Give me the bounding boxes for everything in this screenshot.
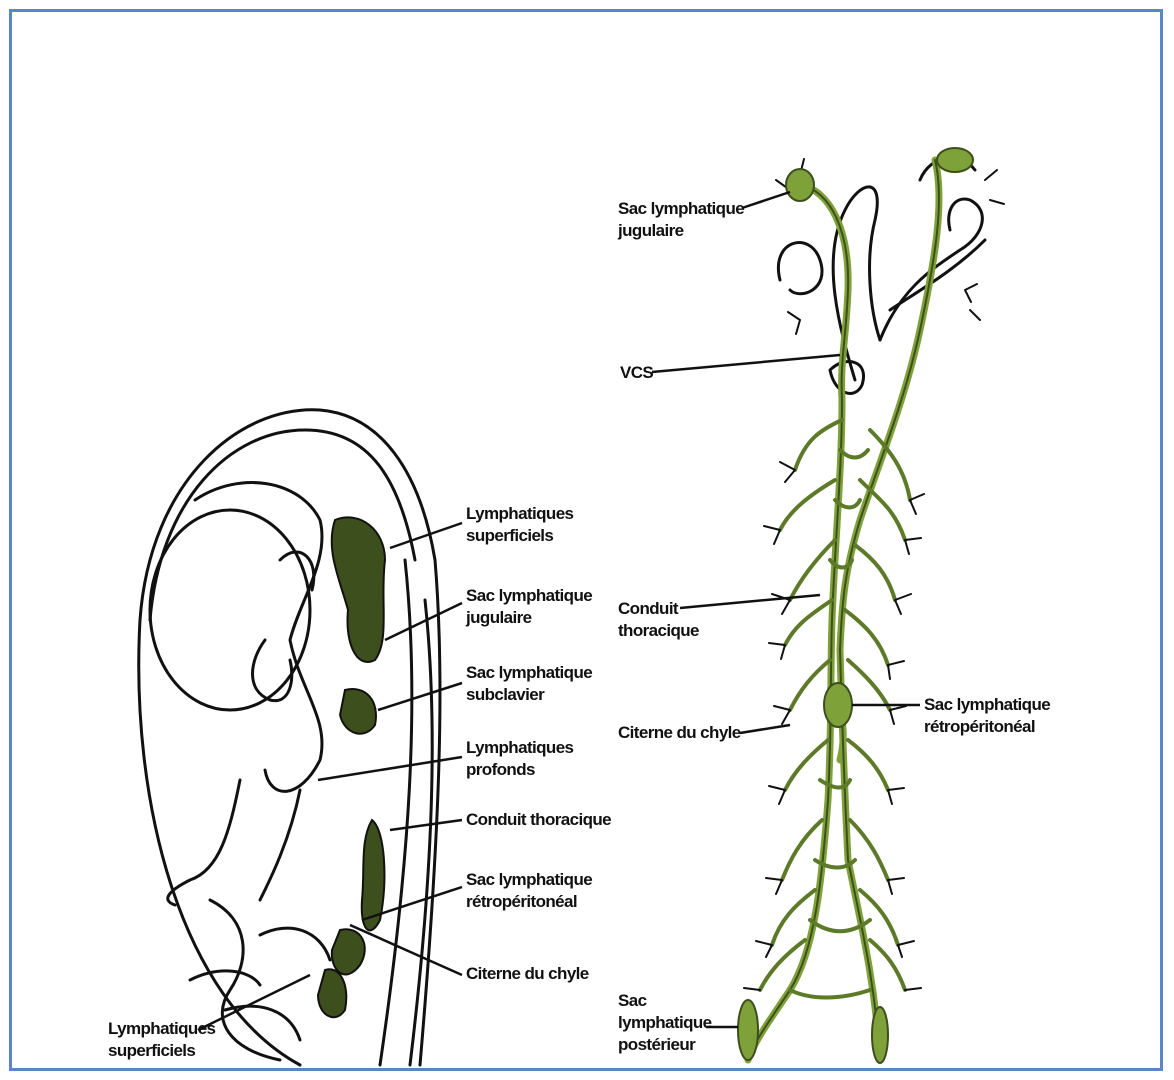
label-line: Conduit thoracique (466, 809, 611, 831)
label-sac-lymphatique-retroperitoneal-right: Sac lymphatique rétropéritonéal (924, 694, 1050, 738)
label-sac-lymphatique-jugulaire-right: Sac lymphatique jugulaire (618, 198, 744, 242)
jugular-sac-blob-left (786, 169, 814, 201)
label-lymphatiques-superficiels-bottom: Lymphatiques superficiels (108, 1018, 215, 1062)
label-line: Conduit (618, 598, 699, 620)
label-line: Sac (618, 990, 712, 1012)
label-line: Sac lymphatique (924, 694, 1050, 716)
label-lymphatiques-superficiels-top: Lymphatiques superficiels (466, 503, 573, 547)
label-line: VCS (620, 362, 653, 384)
label-line: lymphatique (618, 1012, 712, 1034)
label-line: jugulaire (466, 607, 592, 629)
label-line: rétropéritonéal (924, 716, 1050, 738)
label-lymphatiques-profonds: Lymphatiques profonds (466, 737, 573, 781)
label-line: Lymphatiques (466, 737, 573, 759)
label-line: rétropéritonéal (466, 891, 592, 913)
cisterna-chyli-mass (318, 969, 346, 1017)
label-line: Sac lymphatique (466, 869, 592, 891)
posterior-sac-blob-left (738, 1000, 758, 1060)
jugular-sac-mass (332, 517, 385, 662)
label-line: superficiels (108, 1040, 215, 1062)
label-line: thoracique (618, 620, 699, 642)
label-line: Citerne du chyle (618, 722, 741, 744)
label-conduit-thoracique-right: Conduit thoracique (618, 598, 699, 642)
label-line: Lymphatiques (108, 1018, 215, 1040)
label-sac-lymphatique-posterieur: Sac lymphatique postérieur (618, 990, 712, 1056)
label-sac-lymphatique-jugulaire-left: Sac lymphatique jugulaire (466, 585, 592, 629)
label-conduit-thoracique-left: Conduit thoracique (466, 809, 611, 831)
label-vcs: VCS (620, 362, 653, 384)
posterior-sac-blob-right (872, 1007, 888, 1063)
label-line: Citerne du chyle (466, 963, 589, 985)
lymphatic-tree (738, 148, 1004, 1063)
subclavian-sac-mass (340, 689, 376, 734)
jugular-sac-blob-right (937, 148, 973, 172)
label-line: superficiels (466, 525, 573, 547)
retroperitoneal-sac-mass (332, 929, 365, 974)
label-line: Sac lymphatique (618, 198, 744, 220)
label-citerne-du-chyle-left: Citerne du chyle (466, 963, 589, 985)
label-line: Lymphatiques (466, 503, 573, 525)
label-line: profonds (466, 759, 573, 781)
label-line: postérieur (618, 1034, 712, 1056)
label-line: Sac lymphatique (466, 662, 592, 684)
retroperitoneal-sac-blob (824, 683, 852, 727)
label-line: jugulaire (618, 220, 744, 242)
label-line: subclavier (466, 684, 592, 706)
label-sac-lymphatique-subclavier: Sac lymphatique subclavier (466, 662, 592, 706)
embryo-lymphatics (318, 517, 385, 1017)
label-citerne-du-chyle-right: Citerne du chyle (618, 722, 741, 744)
label-sac-lymphatique-retroperitoneal-left: Sac lymphatique rétropéritonéal (466, 869, 592, 913)
embryo-figure (139, 410, 440, 1065)
label-line: Sac lymphatique (466, 585, 592, 607)
